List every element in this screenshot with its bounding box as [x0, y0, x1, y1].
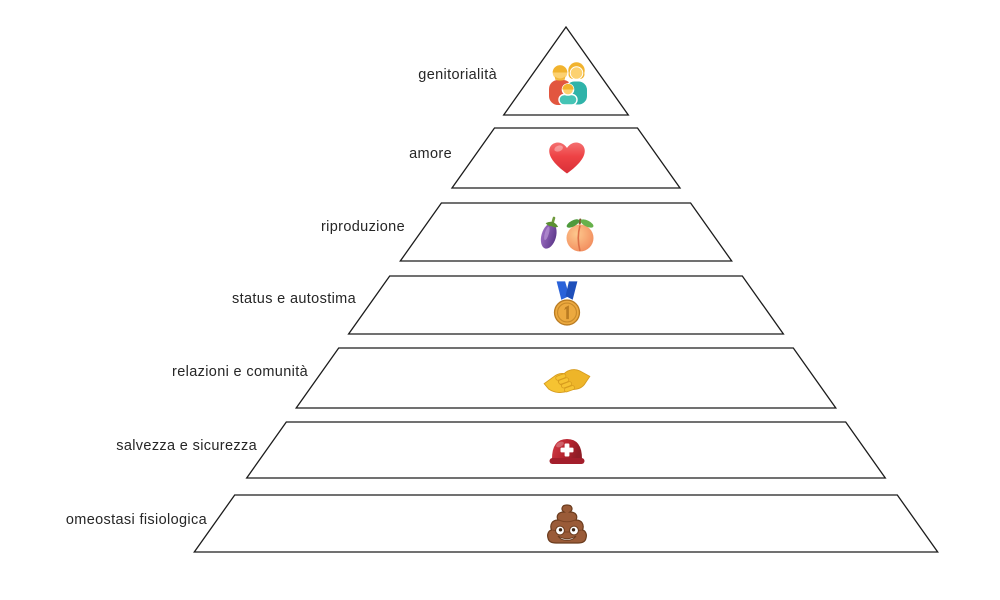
gold-medal-icon — [550, 281, 584, 327]
label-status-e-autostima: status e autostima — [232, 291, 356, 307]
label-genitorialita: genitorialità — [418, 67, 497, 83]
label-relazioni-e-comunita: relazioni e comunità — [172, 364, 308, 380]
eggplant-peach-icon — [535, 208, 599, 254]
label-amore: amore — [409, 146, 452, 162]
red-heart-icon — [547, 140, 587, 176]
label-omeostasi-fisiologica: omeostasi fisiologica — [65, 512, 207, 528]
label-salvezza-e-sicurezza: salvezza e sicurezza — [116, 438, 257, 454]
rescue-helmet-icon — [547, 434, 587, 468]
peach-icon — [566, 218, 594, 252]
poop-icon — [546, 504, 588, 544]
eggplant-icon — [540, 216, 559, 249]
pyramid-level-3-shape — [399, 202, 733, 262]
handshake-icon — [543, 365, 591, 396]
family-icon — [542, 61, 594, 106]
label-riproduzione: riproduzione — [321, 219, 405, 235]
